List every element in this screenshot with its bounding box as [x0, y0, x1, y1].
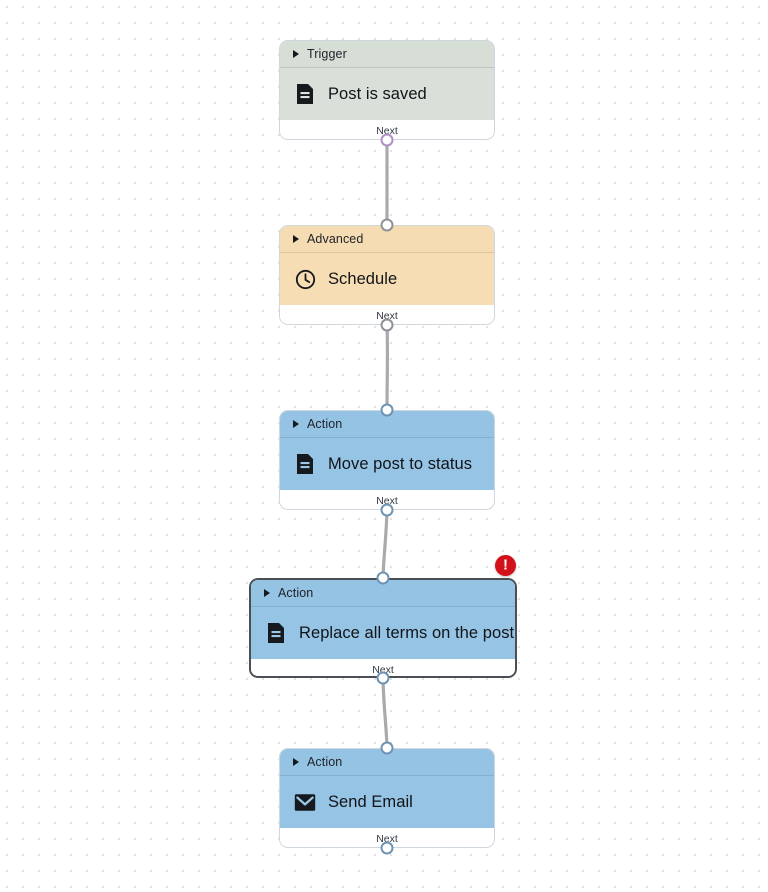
node-input-port[interactable] [380, 741, 394, 755]
node-title: Send Email [328, 792, 413, 811]
node-frame: Action Move post to status Next [279, 410, 495, 510]
node-frame: Trigger Post is saved Next [279, 40, 495, 140]
chevron-right-icon[interactable] [293, 758, 299, 766]
node-error-badge[interactable]: ! [495, 555, 516, 576]
chevron-right-icon[interactable] [293, 235, 299, 243]
node-footer-label: Next [376, 124, 398, 137]
node-frame: Advanced Schedule Next [279, 225, 495, 325]
chevron-right-icon[interactable] [293, 420, 299, 428]
node-input-port[interactable] [380, 403, 394, 417]
node-category-label: Advanced [307, 232, 364, 246]
node-header-action[interactable]: Action [280, 411, 494, 438]
envelope-icon [294, 791, 316, 813]
node-header-action[interactable]: Action [280, 749, 494, 776]
node-header-action[interactable]: Action [251, 580, 515, 607]
edge-replace-to-email [381, 672, 389, 748]
node-title: Schedule [328, 269, 398, 288]
node-footer-next[interactable]: Next [280, 490, 494, 509]
node-category-label: Action [307, 417, 343, 431]
clock-icon [294, 268, 316, 290]
node-output-port[interactable] [376, 671, 390, 685]
node-title: Post is saved [328, 84, 427, 103]
node-title: Replace all terms on the post [299, 623, 515, 642]
node-output-port[interactable] [380, 318, 394, 332]
node-body[interactable]: Send Email [280, 776, 494, 828]
node-footer-next[interactable]: Next [251, 659, 515, 676]
workflow-node-trigger[interactable]: Trigger Post is saved Next [279, 40, 495, 147]
document-icon [294, 453, 316, 475]
node-body[interactable]: Post is saved [280, 68, 494, 120]
node-footer-label: Next [376, 832, 398, 845]
node-category-label: Action [278, 586, 314, 600]
document-icon [294, 83, 316, 105]
node-input-port[interactable] [376, 571, 390, 585]
node-footer-label: Next [376, 309, 398, 322]
node-output-port[interactable] [380, 503, 394, 517]
node-body[interactable]: Replace all terms on the post [251, 607, 515, 659]
node-category-label: Action [307, 755, 343, 769]
chevron-right-icon[interactable] [293, 50, 299, 58]
workflow-node-move-post-to-status[interactable]: Action Move post to status Next [279, 403, 495, 517]
node-category-label: Trigger [307, 47, 347, 61]
node-output-port[interactable] [380, 841, 394, 855]
exclamation-icon: ! [503, 556, 508, 574]
chevron-right-icon[interactable] [264, 589, 270, 597]
node-footer-next[interactable]: Next [280, 828, 494, 847]
node-header-trigger[interactable]: Trigger [280, 41, 494, 68]
node-input-port[interactable] [380, 218, 394, 232]
node-output-port[interactable] [380, 133, 394, 147]
node-frame: Action Replace all terms on the post Nex… [249, 578, 517, 678]
node-body[interactable]: Move post to status [280, 438, 494, 490]
workflow-node-replace-all-terms[interactable]: Action Replace all terms on the post Nex… [249, 555, 517, 685]
node-footer-label: Next [376, 494, 398, 507]
workflow-node-send-email[interactable]: Action Send Email Next [279, 741, 495, 855]
node-footer-next[interactable]: Next [280, 305, 494, 324]
node-body[interactable]: Schedule [280, 253, 494, 305]
node-footer-next[interactable]: Next [280, 120, 494, 139]
document-icon [265, 622, 287, 644]
node-frame: Action Send Email Next [279, 748, 495, 848]
workflow-node-advanced[interactable]: Advanced Schedule Next [279, 218, 495, 332]
node-title: Move post to status [328, 454, 473, 473]
